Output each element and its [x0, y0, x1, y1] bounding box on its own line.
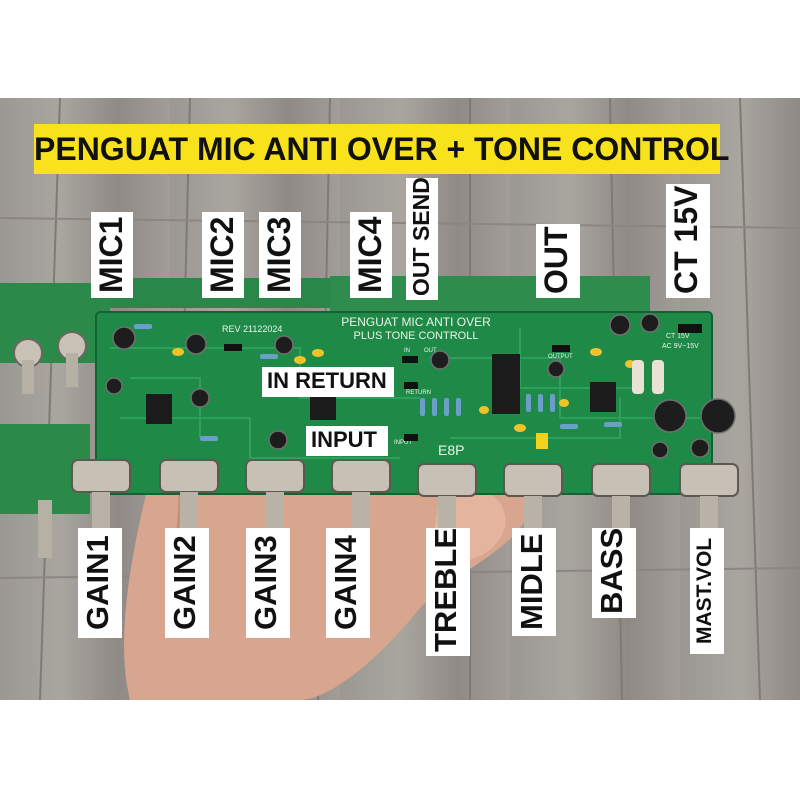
potentiometer-gain2 — [159, 459, 219, 528]
potentiometer-gain1 — [71, 459, 131, 528]
ic-chip — [590, 382, 616, 412]
label-mic3: MIC3 — [259, 212, 301, 298]
board-revision: REV 21122024 — [222, 324, 282, 334]
main-pcb: PENGUAT MIC ANTI OVER PLUS TONE CONTROLL… — [95, 311, 736, 495]
board-title-line2: PLUS TONE CONTROLL — [354, 330, 479, 342]
potentiometers — [71, 459, 739, 532]
label-out: OUT — [536, 224, 580, 298]
ic-chip — [492, 354, 520, 414]
board-power-marking-1: CT 15V — [666, 333, 690, 340]
board-model: E8P — [438, 442, 464, 458]
board-pin-in: IN — [404, 348, 410, 354]
label-bass: BASS — [592, 528, 636, 618]
label-midle: MIDLE — [512, 528, 556, 636]
photo-scene: PENGUAT MIC ANTI OVER PLUS TONE CONTROLL… — [0, 98, 800, 700]
header-pins — [224, 324, 702, 441]
label-mic2: MIC2 — [202, 212, 244, 298]
page-title: PENGUAT MIC ANTI OVER + TONE CONTROL — [34, 131, 730, 167]
label-mic4: MIC4 — [350, 212, 392, 298]
label-ct-15v: CT 15V — [666, 184, 710, 298]
label-gain2: GAIN2 — [165, 528, 209, 638]
board-pin-output: OUTPUT — [548, 354, 573, 360]
board-pin-out: OUT — [424, 348, 437, 354]
board-pin-return: RETURN — [406, 390, 431, 396]
ic-chip — [310, 396, 336, 420]
label-in-return: IN RETURN — [262, 367, 394, 397]
potentiometer-midle — [503, 463, 563, 532]
potentiometer-bass — [591, 463, 651, 532]
label-mic1: MIC1 — [91, 212, 133, 298]
label-out-send: OUT SEND — [406, 177, 438, 300]
resistors — [134, 324, 622, 441]
potentiometer-gain4 — [331, 459, 391, 528]
label-input: INPUT — [306, 426, 388, 456]
board-power-marking-2: AC 9V~15V — [662, 343, 699, 350]
ceramic-capacitors — [172, 348, 635, 449]
potentiometer-treble — [417, 463, 477, 532]
label-gain4: GAIN4 — [326, 528, 370, 638]
power-resistors — [632, 360, 664, 394]
label-treble: TREBLE — [426, 528, 470, 656]
potentiometer-gain3 — [245, 459, 305, 528]
board-title-line1: PENGUAT MIC ANTI OVER — [341, 315, 491, 329]
capacitors — [105, 313, 736, 459]
title-banner — [34, 124, 720, 174]
label-mast-vol: MAST.VOL — [690, 528, 724, 654]
label-gain1: GAIN1 — [78, 528, 122, 638]
board-pin-input: INPUT — [394, 440, 412, 446]
ic-chip — [146, 394, 172, 424]
potentiometer-mast-vol — [679, 463, 739, 532]
label-gain3: GAIN3 — [246, 528, 290, 638]
